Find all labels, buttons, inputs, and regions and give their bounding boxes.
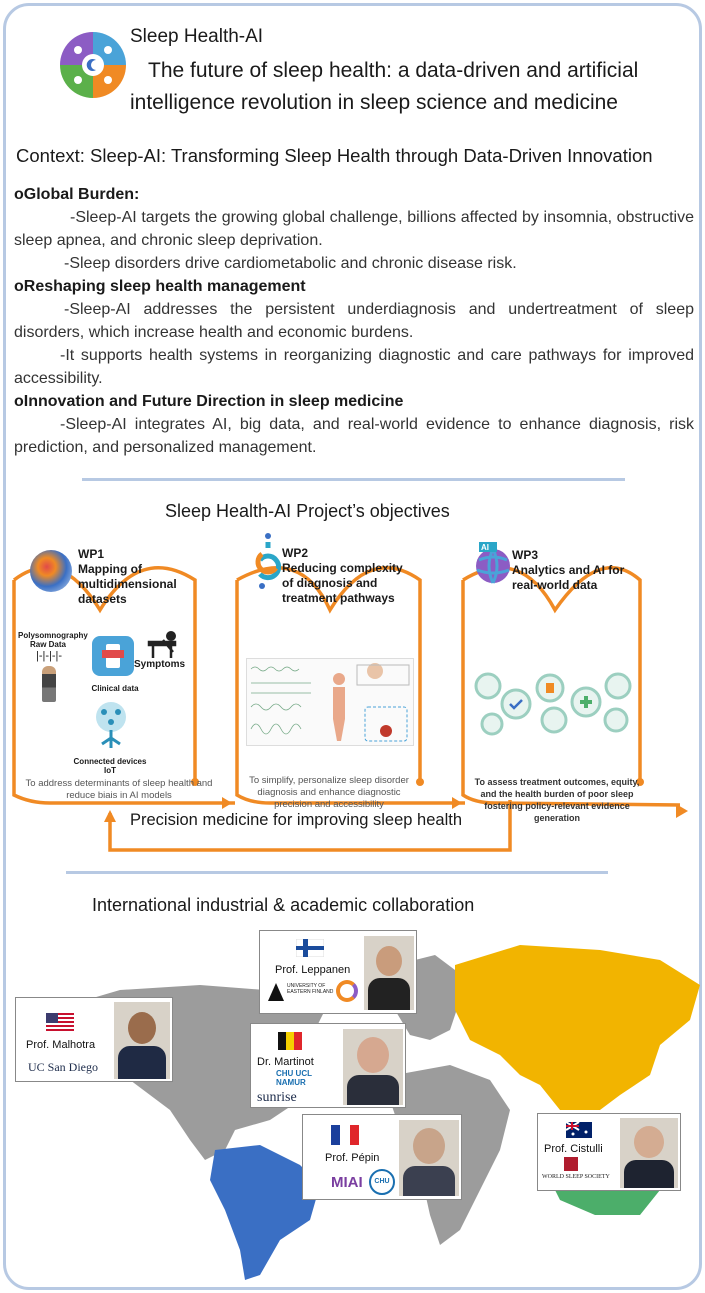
waveform-icon: |-|-|-|- (36, 650, 63, 662)
page-frame (3, 3, 702, 1290)
profile-card-pepin: Prof. Pépin MIAI CHU (302, 1114, 462, 1200)
france-flag (331, 1125, 359, 1145)
context-heading: Context: Sleep-AI: Transforming Sleep He… (16, 145, 653, 166)
analytics-gears-figure (470, 668, 638, 740)
finland-flag (296, 939, 324, 957)
prof-malhotra-name: Prof. Malhotra (26, 1039, 96, 1051)
miai-logo: MIAI (331, 1174, 363, 1191)
pathway-icon (254, 532, 282, 592)
south-america-landmass (210, 1145, 320, 1280)
context-body: oGlobal Burden: -Sleep-AI targets the gr… (14, 183, 694, 459)
chu-namur-logo: CHU UCL NAMUR (276, 1069, 312, 1087)
wp3-caption: To assess treatment outcomes, equity, an… (474, 777, 640, 823)
wp1-label: WP1 Mapping of multidimensional datasets (78, 547, 177, 606)
prof-pepin-name: Prof. Pépin (325, 1152, 380, 1164)
dataset-map-icon (30, 550, 72, 592)
dr-martinot-photo (343, 1029, 403, 1105)
wp2-base (235, 580, 465, 805)
context-section-3-paragraph-1: -Sleep-AI integrates AI, big data, and r… (14, 416, 694, 456)
psg-label: Polysomnography Raw Data (18, 631, 88, 649)
belgium-flag (278, 1032, 302, 1050)
page-subtitle: The future of sleep health: a data-drive… (130, 59, 639, 114)
uef-logo-icon (268, 983, 284, 1001)
person-icon (42, 666, 56, 702)
symptoms-icon (145, 628, 183, 660)
divider-2 (66, 871, 608, 874)
iot-label: Connected devices IoT (73, 757, 147, 775)
context-section-1-paragraph-1: -Sleep-AI targets the growing global cha… (14, 209, 694, 249)
prof-cistulli-photo (620, 1118, 678, 1188)
sunrise-logo: sunrise (257, 1090, 297, 1105)
profile-card-martinot: Dr. Martinot CHU UCL NAMUR sunrise (250, 1023, 406, 1108)
uef-institution: UNIVERSITY OF EASTERN FINLAND (287, 983, 334, 995)
wp2-caption: To simplify, personalize sleep disorder … (249, 775, 409, 810)
clinical-data-label: Clinical data (91, 684, 139, 693)
context-section-2-paragraph-2: -It supports health systems in reorganiz… (14, 347, 694, 387)
usa-flag (46, 1013, 74, 1031)
prof-cistulli-name: Prof. Cistulli (544, 1143, 603, 1155)
university-crest-icon (564, 1157, 578, 1171)
diagnostic-figure (246, 658, 414, 746)
wp1-caption: To address determinants of sleep health … (25, 778, 213, 801)
globe-ai-icon (473, 540, 515, 586)
wp2-label: WP2 Reducing complexity of diagnosis and… (282, 546, 403, 605)
profile-card-leppanen: Prof. Leppanen UNIVERSITY OF EASTERN FIN… (259, 930, 417, 1014)
collaboration-title: International industrial & academic coll… (92, 895, 475, 915)
dr-martinot-name: Dr. Martinot (257, 1056, 314, 1068)
ai-badge: AI (481, 543, 489, 552)
context-section-2-paragraph-1: -Sleep-AI addresses the persistent under… (14, 301, 694, 341)
clinical-data-icon (92, 636, 134, 676)
world-sleep-society-logo: WORLD SLEEP SOCIETY (542, 1174, 610, 1180)
partner-swirl-logo-icon (336, 980, 358, 1002)
chu-logo: CHU (369, 1169, 395, 1195)
prof-pepin-photo (399, 1120, 459, 1196)
prof-leppanen-name: Prof. Leppanen (275, 964, 351, 976)
context-section-2-title: oReshaping sleep health management (14, 278, 306, 295)
australia-flag (566, 1122, 592, 1138)
symptoms-label: Symptoms (134, 659, 186, 670)
profile-card-malhotra: Prof. Malhotra UC San Diego (15, 997, 173, 1082)
context-section-1-title: oGlobal Burden: (14, 186, 140, 203)
precision-loop (108, 800, 512, 852)
ucsd-logo: UC San Diego (28, 1060, 98, 1074)
divider-1 (82, 478, 625, 481)
wp3-label: WP3 Analytics and AI for real-world data (512, 548, 625, 592)
wp1-base (12, 580, 235, 805)
objectives-title: Sleep Health-AI Project’s objectives (165, 501, 450, 521)
precision-medicine-label: Precision medicine for improving sleep h… (130, 811, 462, 829)
context-section-1-paragraph-2: -Sleep disorders drive cardiometabolic a… (64, 255, 517, 272)
prof-malhotra-photo (114, 1002, 170, 1079)
prof-leppanen-photo (364, 936, 414, 1010)
profile-card-cistulli: Prof. Cistulli WORLD SLEEP SOCIETY (537, 1113, 681, 1191)
sleep-health-ai-logo (56, 30, 130, 100)
wp3-base (461, 580, 681, 807)
asia-landmass (455, 945, 700, 1110)
connected-devices-icon (94, 700, 128, 750)
context-section-3-title: oInnovation and Future Direction in slee… (14, 393, 404, 410)
page-title: Sleep Health-AI (130, 26, 264, 47)
